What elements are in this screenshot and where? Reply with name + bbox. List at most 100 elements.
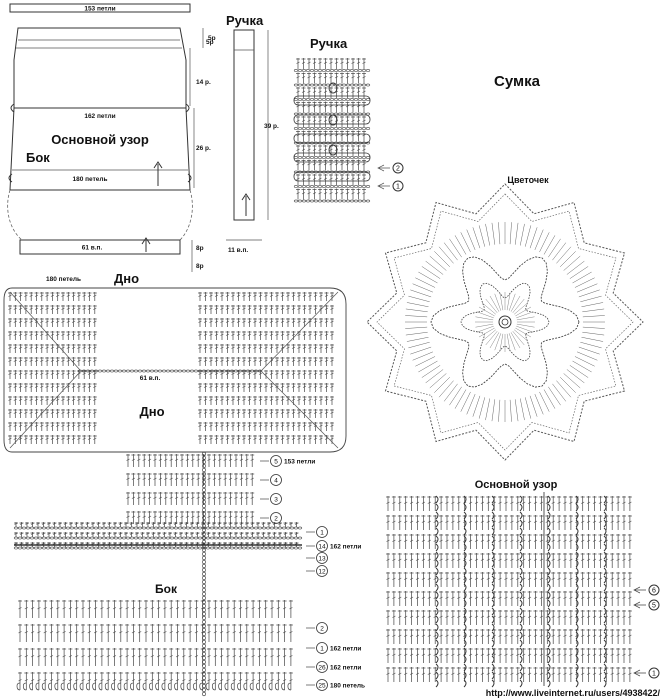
chain-mark — [317, 83, 323, 87]
stitch-mark — [124, 532, 128, 535]
chain-mark — [93, 536, 99, 540]
stitch-mark — [238, 607, 243, 610]
stitch-mark — [398, 520, 402, 523]
row-arrow — [377, 182, 390, 190]
stitch-mark — [324, 359, 329, 362]
stitch-mark — [545, 596, 549, 599]
chain-mark — [313, 127, 319, 130]
stitch-mark — [356, 105, 361, 108]
stitch-mark — [96, 542, 101, 545]
chain-mark — [113, 369, 119, 373]
stitch-mark — [280, 398, 285, 401]
stitch-mark — [100, 679, 104, 682]
stitch-mark — [214, 294, 219, 297]
stitch-mark — [87, 437, 92, 440]
stitch-mark — [276, 631, 280, 634]
stitch-mark — [307, 163, 311, 166]
radial-stitch — [485, 398, 491, 421]
stitch-mark — [345, 90, 350, 93]
stitch-mark — [551, 558, 555, 561]
chain-mark — [145, 369, 151, 373]
stitch-mark — [533, 501, 538, 504]
stitch-mark — [191, 458, 195, 461]
stitch-mark — [302, 424, 307, 427]
chain-mark — [61, 526, 67, 530]
stitch-mark — [40, 385, 44, 388]
stitch-mark — [209, 333, 213, 336]
radial-stitch — [454, 389, 467, 409]
stitch-mark — [236, 385, 241, 388]
stitch-mark — [557, 615, 561, 618]
chain-mark — [202, 675, 206, 681]
row-marker — [316, 642, 328, 654]
hook-mark — [218, 682, 222, 691]
stitch-mark — [61, 333, 65, 336]
stitch-mark — [356, 119, 361, 122]
stitch-mark — [504, 520, 508, 523]
chain-mark — [361, 69, 367, 72]
stitch-mark — [291, 398, 296, 401]
stitch-mark — [334, 134, 339, 137]
stitch-mark — [251, 631, 255, 634]
stitch-mark — [217, 542, 222, 545]
stitch-mark — [345, 192, 350, 195]
stitch-mark — [269, 333, 274, 336]
stitch-mark — [516, 539, 520, 542]
stitch-mark — [392, 539, 396, 542]
stitch-mark — [231, 359, 235, 362]
stitch-mark — [324, 333, 329, 336]
stitch-mark — [329, 177, 333, 180]
stitch-mark — [504, 596, 508, 599]
stitch-mark — [45, 411, 49, 414]
chain-mark — [197, 369, 203, 373]
chain-mark — [313, 199, 319, 203]
stitch-mark — [264, 411, 268, 414]
stitch-mark — [557, 558, 561, 561]
stitch-mark — [278, 542, 282, 545]
stitch-mark — [598, 539, 603, 542]
chain-mark — [173, 536, 179, 540]
stitch-mark — [256, 532, 260, 535]
stitch-mark — [297, 437, 301, 440]
stitch-mark — [404, 634, 408, 637]
stitch-mark — [112, 631, 117, 634]
hook-mark — [29, 682, 33, 691]
stitch-mark — [286, 333, 290, 336]
stitch-mark — [312, 134, 317, 137]
chain-mark — [202, 591, 206, 597]
stitch-mark — [198, 294, 202, 297]
stitch-mark — [236, 398, 241, 401]
stitch-mark — [61, 372, 65, 375]
chain-mark — [202, 563, 206, 569]
stitch-mark — [135, 522, 139, 525]
bag-body-schema: 153 петли 162 петли Основной узор Бок 18… — [7, 3, 216, 241]
stitch-mark — [91, 532, 95, 535]
stitch-mark — [24, 307, 28, 310]
radial-stitch — [574, 356, 595, 367]
stitch-mark — [291, 307, 296, 310]
chain-mark — [353, 98, 359, 101]
radial-stitch — [421, 365, 441, 378]
chain-mark — [337, 199, 343, 203]
stitch-mark — [118, 532, 123, 535]
stitch-mark — [622, 501, 626, 504]
chain-mark — [202, 611, 206, 617]
row-stitch-count: 180 петель — [330, 683, 365, 690]
side-stitch-grid — [13, 451, 303, 697]
stitch-mark — [386, 615, 390, 618]
chain-mark — [89, 369, 95, 373]
stitch-mark — [297, 424, 301, 427]
stitch-mark — [264, 307, 268, 310]
stitch-mark — [269, 398, 274, 401]
chain-mark — [157, 369, 163, 373]
chain-mark — [193, 546, 199, 550]
stitch-mark — [289, 631, 293, 634]
row-marker — [316, 565, 328, 577]
stitch-mark — [307, 119, 311, 122]
stitch-mark — [324, 411, 329, 414]
chain-mark — [177, 526, 183, 530]
stitch-mark — [71, 307, 76, 310]
stitch-mark — [308, 346, 312, 349]
stitch-mark — [581, 634, 585, 637]
handle-rect — [233, 29, 255, 221]
